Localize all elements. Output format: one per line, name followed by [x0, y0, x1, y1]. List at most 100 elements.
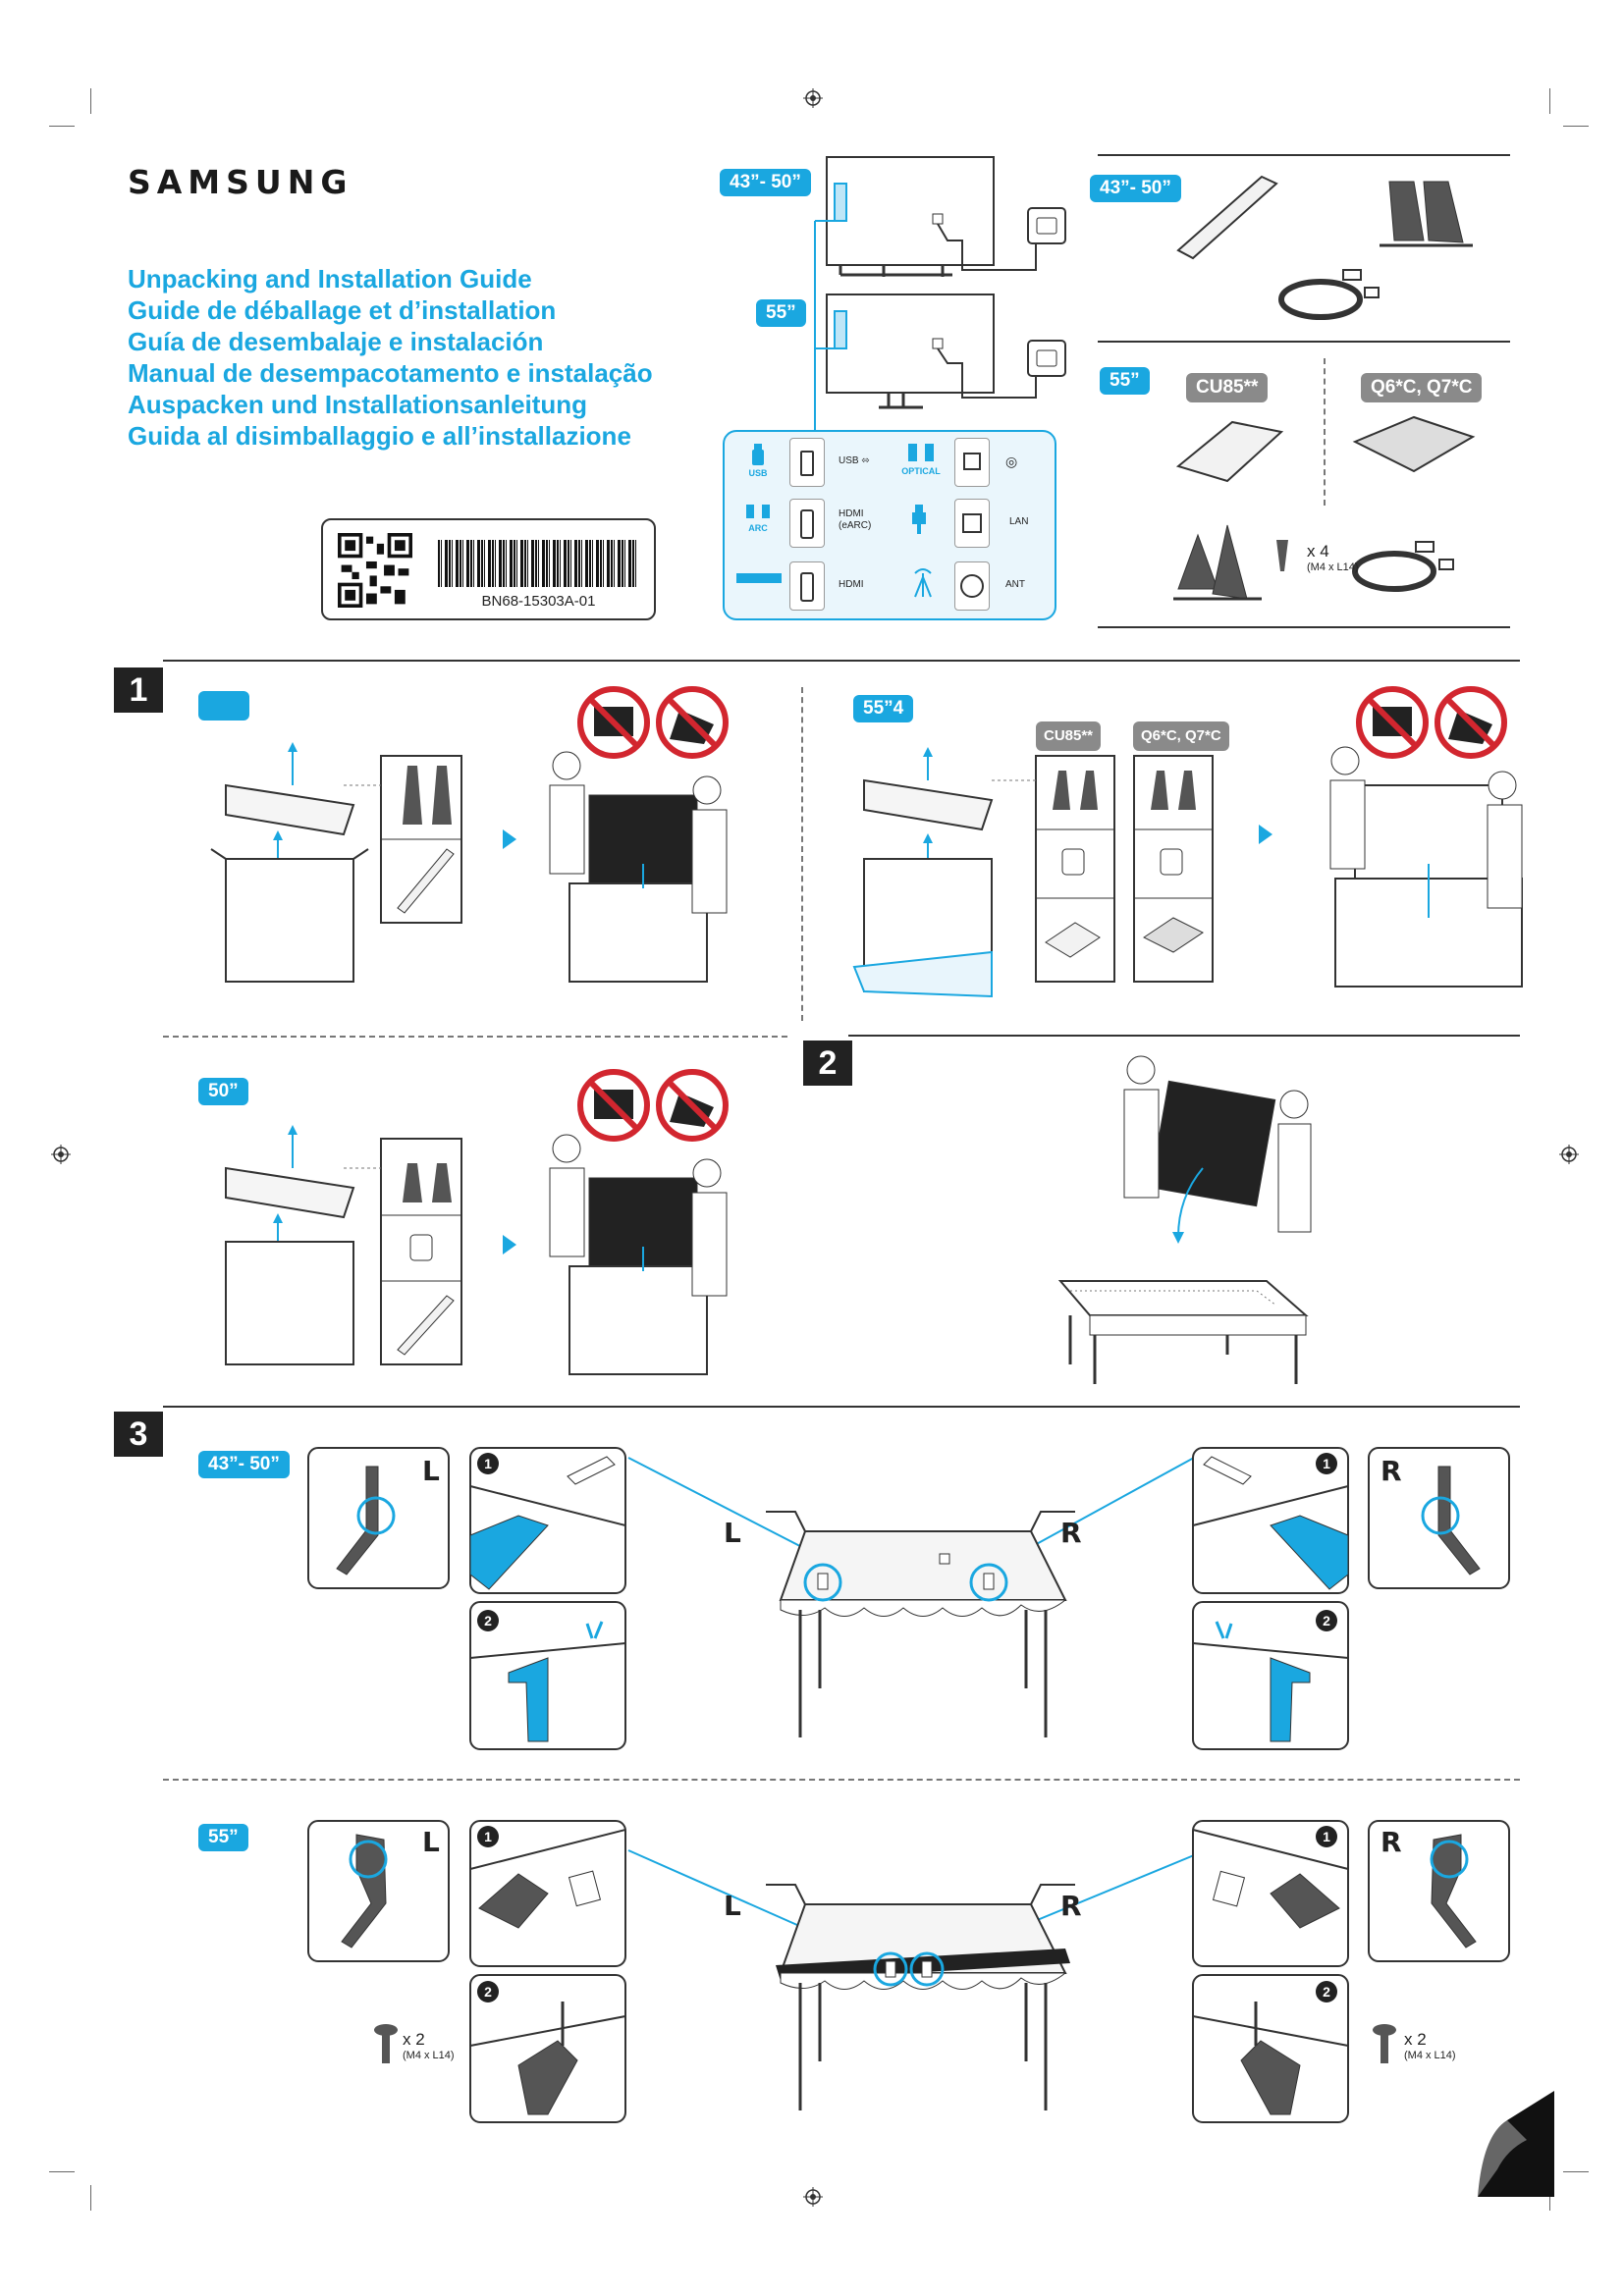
stand-left-55-detail: [307, 1820, 450, 1962]
size-badge-55-step3: 55”: [198, 1824, 248, 1851]
hdmi-device-icon: [736, 573, 782, 586]
title-de: Auspacken und Installationsanleitung: [128, 390, 588, 419]
step-3-table-illustration: [627, 1457, 1195, 1737]
prohibit-icons: [577, 1069, 729, 1142]
qr-code-icon: [338, 533, 412, 608]
side-label-right-55: R: [1380, 1826, 1402, 1858]
divider-line: [1098, 154, 1510, 156]
ant-label: ANT: [1005, 579, 1025, 590]
prohibit-icons: [1356, 686, 1507, 759]
dashed-divider: [163, 1779, 1520, 1781]
optical-label: OPTICAL: [901, 466, 941, 476]
substep-1-badge-right: 1: [1316, 1453, 1337, 1474]
crop-mark: [1549, 2185, 1550, 2211]
arc-label: ARC: [748, 523, 768, 533]
size-badge-43-50-step3: 43”- 50”: [198, 1451, 290, 1478]
step-2-illustration: [1057, 1055, 1312, 1384]
guide-titles: Unpacking and Installation Guide Guide d…: [128, 263, 653, 452]
soundbar-arc-icon: [746, 505, 770, 518]
substep-2-badge-55: 2: [477, 1981, 499, 2002]
side-label-left: L: [422, 1455, 440, 1487]
dashed-divider: [801, 687, 803, 1021]
crop-mark: [1563, 2171, 1589, 2172]
optical-port-icon: [954, 438, 990, 487]
crop-mark: [49, 126, 75, 127]
lan-label: LAN: [1009, 516, 1029, 527]
stand-left-detail: [307, 1447, 450, 1589]
registration-mark: [803, 88, 823, 108]
stand-right-detail: [1368, 1447, 1510, 1589]
divider-line: [1098, 626, 1510, 628]
section-line: [163, 1406, 1520, 1408]
section-line: [848, 1035, 1520, 1037]
title-es: Guía de desembalaje e instalación: [128, 327, 544, 356]
section-line: [163, 660, 1520, 662]
barcode-panel: [321, 518, 656, 620]
barcode-bars: [438, 540, 639, 587]
screw-count-x2-left: x 2: [403, 2030, 425, 2049]
registration-mark: [51, 1145, 71, 1164]
stand-right-55-detail: [1368, 1820, 1510, 1962]
step-3-number: 3: [114, 1412, 163, 1457]
table-label-left: L: [724, 1517, 741, 1549]
crop-mark: [1563, 126, 1589, 127]
usb-port-icon: [789, 438, 825, 487]
table-55-label-left: L: [724, 1890, 741, 1922]
title-pt: Manual de desempacotamento e instalação: [128, 358, 653, 388]
prohibit-icons: [577, 686, 729, 759]
step-3-table-55-illustration: [627, 1849, 1195, 2110]
size-badge-55: 55”: [756, 299, 806, 327]
step-3-left-substeps: [469, 1447, 626, 1750]
substep-1-badge: 1: [477, 1453, 499, 1474]
step-2-number: 2: [803, 1041, 852, 1086]
substep-2-badge-right: 2: [1316, 1610, 1337, 1631]
screw-icon: [1373, 2024, 1396, 2063]
speaker-icon: [908, 444, 934, 461]
substep-2-badge-55-right: 2: [1316, 1981, 1337, 2002]
step-3-right-substeps: [1192, 1447, 1349, 1750]
model-badge-cu85: CU85**: [1186, 373, 1269, 402]
screw-count-x4: x 4: [1307, 542, 1329, 561]
substep-1-badge-55-right: 1: [1316, 1826, 1337, 1847]
registration-mark: [803, 2187, 823, 2207]
size-badge-43-50-parts: 43”- 50”: [1090, 175, 1181, 202]
arc-device: ARC: [738, 503, 778, 533]
crop-mark: [49, 2171, 75, 2172]
screw-count-x2-right: x 2: [1404, 2030, 1427, 2049]
screw-spec-left: (M4 x L14): [403, 2050, 455, 2061]
model-badge-q6-q7-step1: Q6*C, Q7*C: [1133, 721, 1229, 751]
optical-symbol-icon: ◎: [1005, 454, 1018, 469]
registration-mark: [1559, 1145, 1579, 1164]
ant-port-icon: [954, 561, 990, 611]
screw-spec-right: (M4 x L14): [1404, 2050, 1456, 2061]
title-it: Guida al disimballaggio e all’installazi…: [128, 421, 631, 451]
step-1-50-illustration: [225, 1125, 728, 1375]
divider-line: [1098, 341, 1510, 343]
usb-port-label: USB ⬄: [839, 455, 870, 466]
crop-mark: [90, 88, 91, 114]
step-1-43-illustration: [210, 742, 728, 983]
usb-label: USB: [748, 468, 768, 478]
lan-device-icon: [909, 505, 929, 537]
title-en: Unpacking and Installation Guide: [128, 264, 532, 294]
step-3-left-55-substeps: [469, 1820, 626, 2123]
step-1-55-illustration: [852, 746, 1523, 998]
components-55-illustration: [1173, 415, 1476, 601]
size-badge-50: 50”: [198, 1078, 248, 1105]
table-label-right: R: [1060, 1517, 1082, 1549]
hdmi-earc-label: HDMI (eARC): [839, 508, 871, 532]
title-fr: Guide de déballage et d’installation: [128, 295, 557, 325]
hdmi-label: HDMI: [839, 579, 864, 590]
hdmi-earc-text: HDMI: [839, 508, 864, 519]
table-55-label-right: R: [1060, 1890, 1082, 1922]
screw-spec: (M4 x L14): [1307, 561, 1359, 573]
size-badge-blank: [198, 691, 249, 721]
step-3-right-55-substeps: [1192, 1820, 1349, 2123]
usb-device: USB: [738, 444, 778, 478]
page-turn-icon: [1478, 2091, 1554, 2197]
crop-mark: [1549, 88, 1550, 114]
hdmi-port-icon: [789, 561, 825, 611]
step-1-number: 1: [114, 667, 163, 713]
dashed-divider: [163, 1036, 787, 1038]
tv-back-diagrams: [814, 156, 1066, 430]
